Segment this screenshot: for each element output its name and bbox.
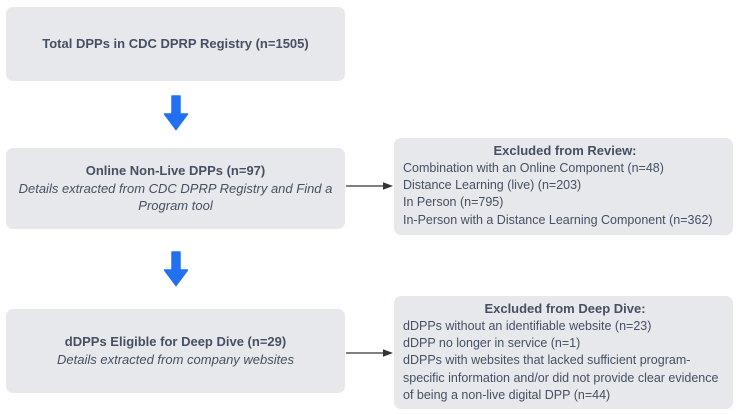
list-item: In-Person with a Distance Learning Compo… [403, 212, 713, 227]
node-online-nonlive-title: Online Non-Live DPPs (n=97) [85, 162, 266, 178]
node-online-nonlive: Online Non-Live DPPs (n=97) Details extr… [6, 148, 345, 229]
node-online-nonlive-subtitle: Details extracted from CDC DPRP Registry… [18, 181, 333, 213]
node-total-dpps-title: Total DPPs in CDC DPRP Registry (n=1505) [42, 35, 309, 51]
node-excluded-review: Excluded from Review: Combination with a… [394, 138, 733, 235]
node-eligible-title: dDPPs Eligible for Deep Dive (n=29) [64, 333, 287, 349]
list-item: Distance Learning (live) (n=203) [403, 178, 582, 193]
excluded-review-list: Combination with an Online Component (n=… [403, 160, 727, 229]
node-eligible-deep-dive: dDPPs Eligible for Deep Dive (n=29) Deta… [6, 309, 345, 393]
down-arrow-icon [162, 250, 190, 288]
list-item: dDPPs without an identifiable website (n… [403, 318, 652, 333]
node-eligible-subtitle: Details extracted from company websites [57, 351, 294, 367]
node-total-dpps: Total DPPs in CDC DPRP Registry (n=1505) [6, 7, 345, 81]
list-item: dDPPs with websites that lacked sufficie… [403, 353, 719, 402]
node-excluded-deep-dive-title: Excluded from Deep Dive: [484, 301, 646, 316]
node-excluded-deep-dive: Excluded from Deep Dive: dDPPs without a… [394, 296, 733, 409]
list-item: dDPP no longer in service (n=1) [403, 336, 581, 351]
node-excluded-review-title: Excluded from Review: [493, 143, 637, 158]
down-arrow-icon [162, 94, 190, 132]
list-item: Combination with an Online Component (n=… [403, 160, 664, 175]
right-arrow-connector [346, 347, 394, 359]
excluded-deep-dive-list: dDPPs without an identifiable website (n… [403, 318, 727, 404]
list-item: In Person (n=795) [403, 195, 504, 210]
right-arrow-connector [346, 180, 394, 192]
